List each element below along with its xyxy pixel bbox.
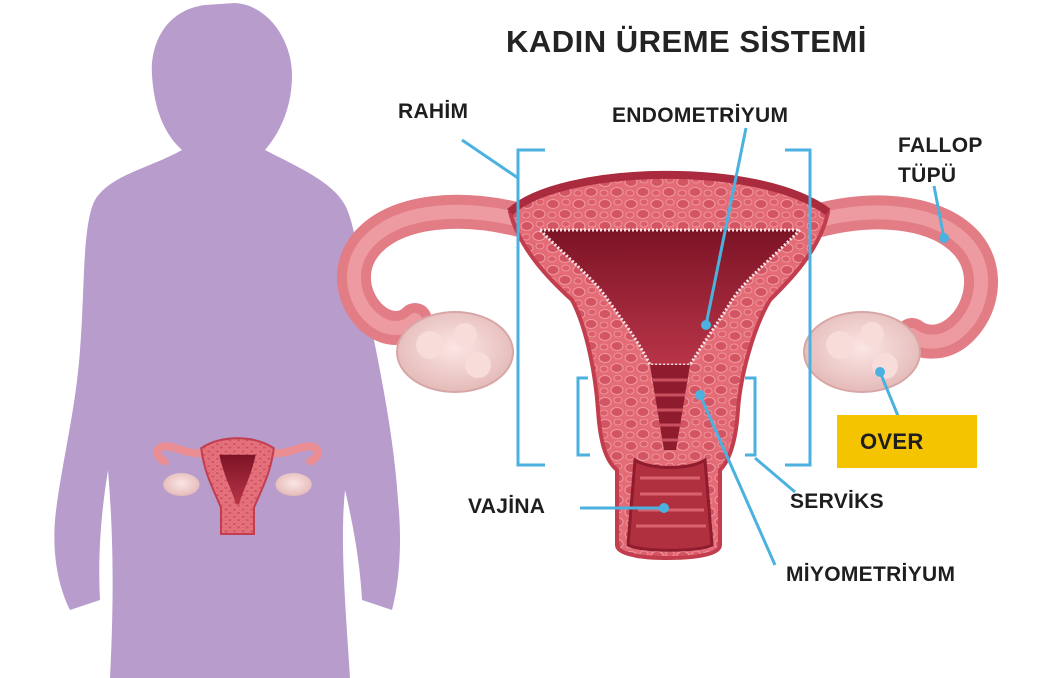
- label-rahim: RAHİM: [398, 100, 468, 124]
- label-fallop-line1: FALLOP: [898, 131, 983, 161]
- label-vajina: VAJİNA: [468, 495, 545, 519]
- diagram-title: KADIN ÜREME SİSTEMİ: [506, 24, 867, 60]
- body-silhouette: [54, 3, 400, 678]
- uterus: [510, 175, 828, 558]
- label-endometriyum: ENDOMETRİYUM: [612, 104, 788, 128]
- label-fallop-line2: TÜPÜ: [898, 161, 983, 191]
- label-miyometriyum: MİYOMETRİYUM: [786, 563, 955, 587]
- label-fallop-tupu: FALLOP TÜPÜ: [898, 131, 983, 191]
- label-serviks: SERVİKS: [790, 490, 884, 514]
- leader-serviks: [755, 458, 795, 492]
- label-over: OVER: [860, 429, 924, 455]
- leader-rahim: [462, 140, 518, 178]
